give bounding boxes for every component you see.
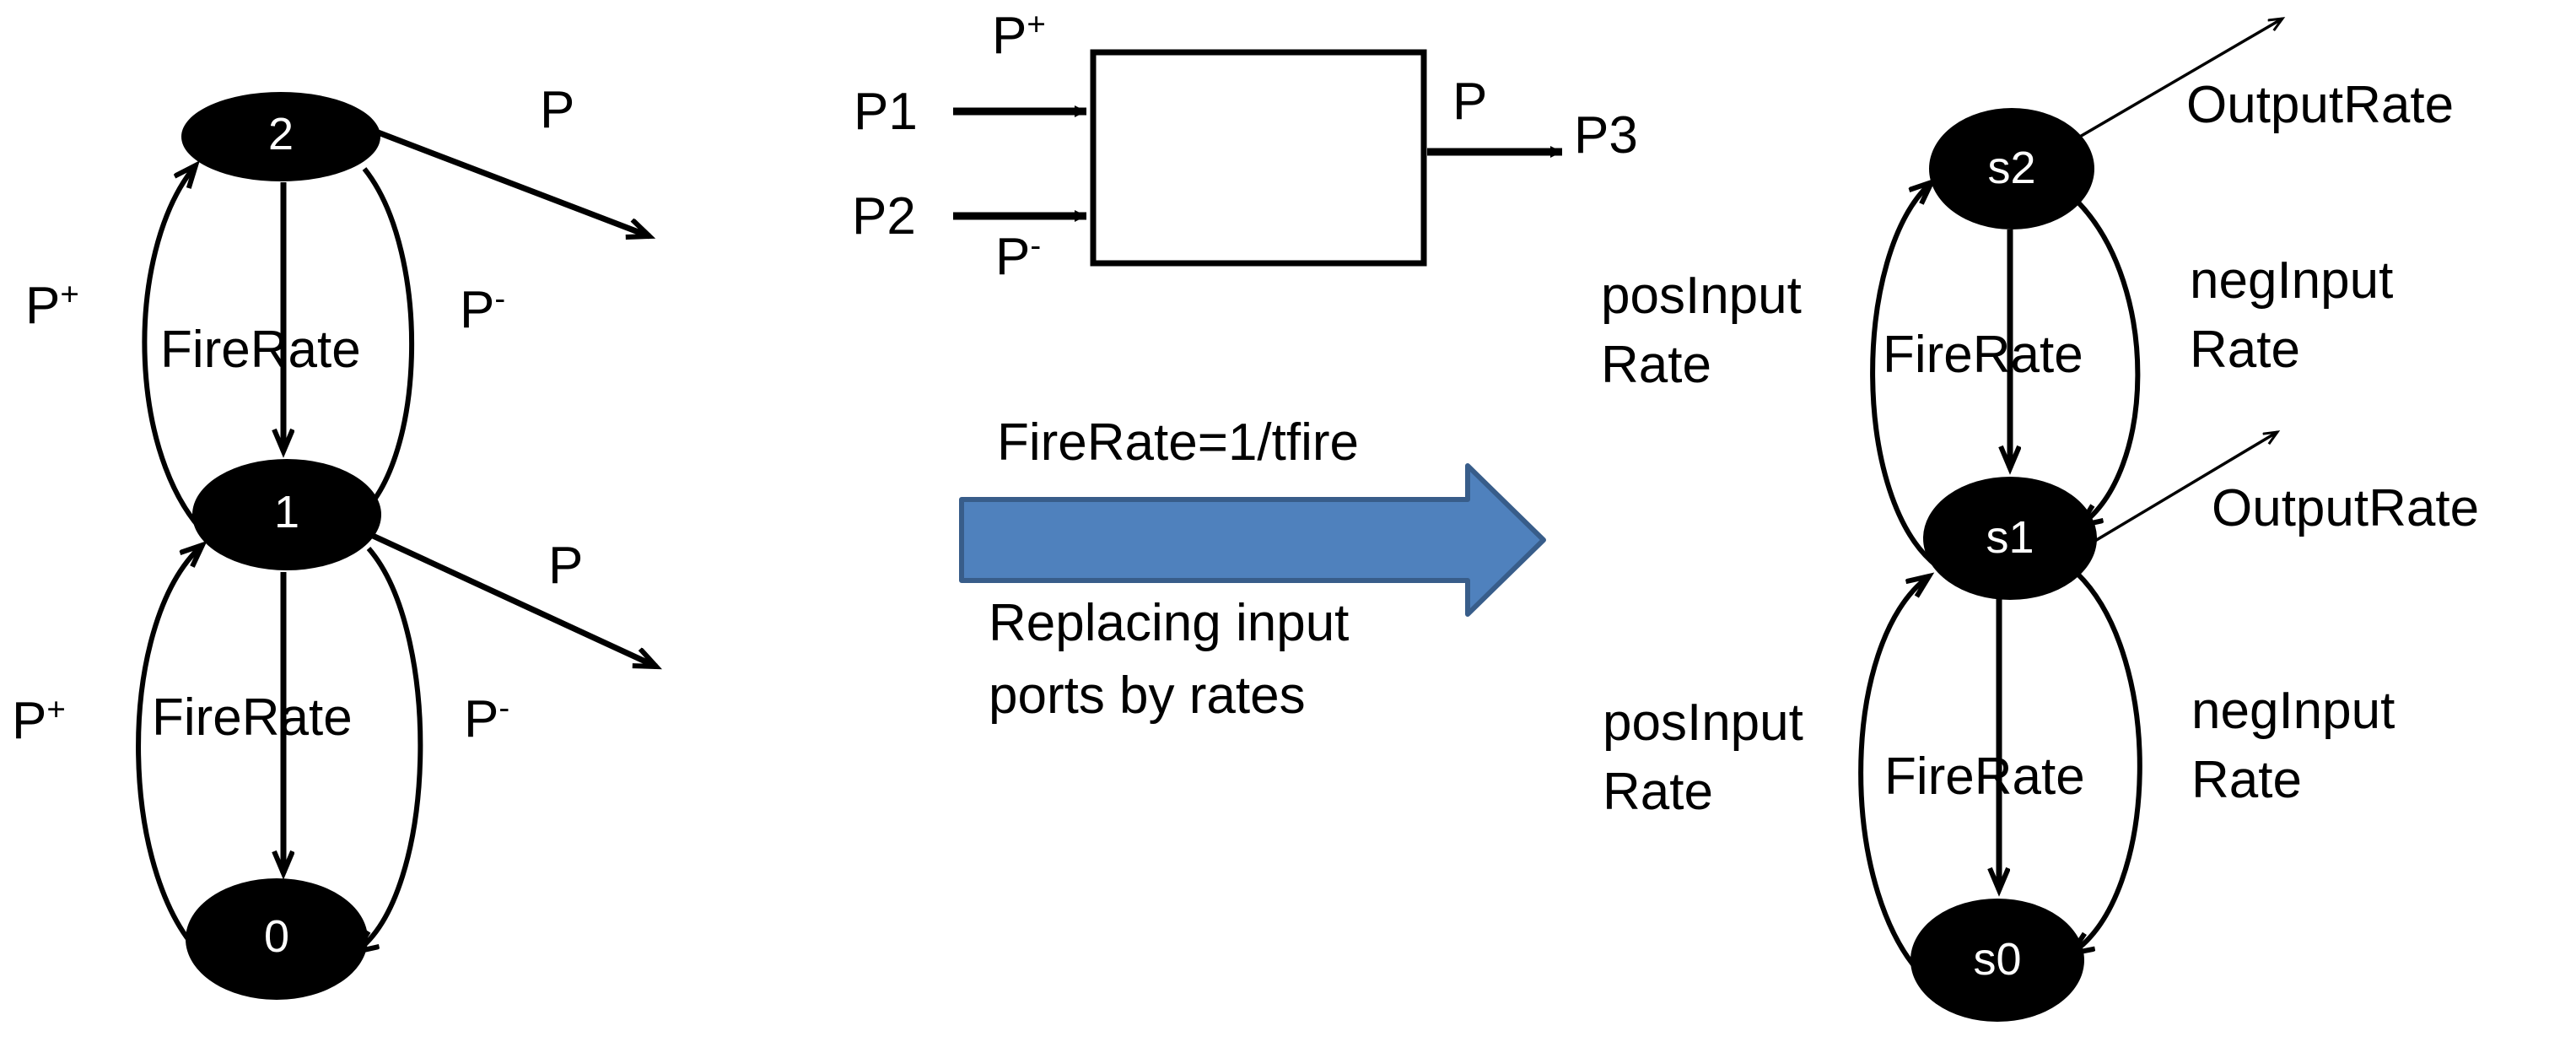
edge-label-lower-left-line1: posInput xyxy=(1603,694,1803,752)
transform-bottom-line1: Replacing input xyxy=(989,594,1350,652)
edge-label-upper-left-line2: Rate xyxy=(1601,336,1711,394)
transform-arrow-group xyxy=(959,463,1546,617)
state-label-0: 0 xyxy=(263,911,290,962)
edge-label-lower-right-sup: - xyxy=(498,689,510,726)
edge-label-outputrate-top: OutputRate xyxy=(2186,76,2455,134)
edge-left-up-posinput xyxy=(142,165,219,548)
edge-label-upper-left-line1: posInput xyxy=(1601,267,1802,325)
edge-label-lower-right-line1: negInput xyxy=(2191,682,2395,740)
port-label-p-minus: P- xyxy=(995,229,1041,286)
edge-outputrate-from-s1 xyxy=(2067,432,2277,559)
port-label-p-minus-text: P xyxy=(995,228,1031,286)
edge-output-p-from-1 xyxy=(371,532,656,667)
transform-top-text: FireRate=1/tfire xyxy=(997,413,1360,472)
edge-label-lower-left-text: P xyxy=(12,692,47,750)
edge-left-up-posinput-lower xyxy=(136,545,211,964)
edge-neginputrate-s2-to-s1 xyxy=(2078,200,2141,526)
state-label-s0: s0 xyxy=(1973,934,2022,985)
edge-neginputrate-s1-to-s0 xyxy=(2072,571,2142,953)
state-node-s0[interactable] xyxy=(1910,899,2084,1022)
edge-label-output-mid: P xyxy=(548,537,584,595)
edge-label-upper-left-sup: + xyxy=(60,276,79,313)
component-box[interactable] xyxy=(1090,49,1427,267)
state-node-0[interactable] xyxy=(186,878,368,1000)
state-label-s1: s1 xyxy=(1986,512,2034,563)
transform-bottom-line2: ports by rates xyxy=(989,667,1306,725)
edge-label-lower-left-sup: + xyxy=(46,691,66,728)
state-node-s2[interactable] xyxy=(1929,108,2094,229)
port-label-p-out: P xyxy=(1452,73,1488,131)
edge-label-lower-right-line2: Rate xyxy=(2191,751,2302,809)
edge-label-lower-middle: FireRate xyxy=(152,688,353,747)
edge-label-upper-middle-right: FireRate xyxy=(1883,326,2083,384)
edge-label-lower-left-line2: Rate xyxy=(1603,763,1713,821)
edge-label-lower-left: P+ xyxy=(12,691,66,750)
state-node-2[interactable] xyxy=(181,92,380,181)
state-label-1: 1 xyxy=(273,487,300,537)
edge-label-upper-middle: FireRate xyxy=(160,321,361,379)
edge-outputrate-from-s2 xyxy=(2067,19,2282,145)
edge-posinputrate-s1-to-s2 xyxy=(1870,182,1940,570)
edge-output-p-from-2 xyxy=(361,123,649,236)
edge-label-output-top: P xyxy=(540,81,575,139)
block-arrow-right xyxy=(959,463,1546,617)
edge-label-outputrate-mid: OutputRate xyxy=(2212,479,2480,537)
edge-label-upper-right-text: P xyxy=(460,281,495,339)
state-node-1[interactable] xyxy=(192,459,381,570)
edge-label-upper-right-line1: negInput xyxy=(2190,251,2394,310)
state-label-s2: s2 xyxy=(1987,143,2036,193)
edge-label-upper-left: P+ xyxy=(25,278,79,335)
port-label-p-minus-sup: - xyxy=(1030,227,1042,264)
port-label-p-plus-sup: + xyxy=(1027,6,1046,43)
edge-label-upper-right-line2: Rate xyxy=(2190,321,2300,379)
edge-label-lower-right: P- xyxy=(464,689,510,748)
edge-label-upper-left-text: P xyxy=(25,277,61,335)
input-label-p1: P1 xyxy=(854,83,918,141)
middle-block-group xyxy=(953,49,1562,267)
edge-right-down-neginput xyxy=(354,167,415,521)
edge-label-lower-middle-right: FireRate xyxy=(1884,748,2085,806)
state-node-s1[interactable] xyxy=(1923,477,2097,600)
edge-label-lower-right-text: P xyxy=(464,690,499,748)
edge-label-upper-right-sup: - xyxy=(494,280,506,317)
edge-posinputrate-s0-to-s1 xyxy=(1858,576,1930,985)
input-label-p2: P2 xyxy=(852,187,916,246)
left-diagram-group xyxy=(136,92,656,1000)
state-label-2: 2 xyxy=(267,109,294,159)
port-label-p-plus: P+ xyxy=(992,8,1046,65)
edge-right-down-neginput-lower xyxy=(356,547,423,952)
right-diagram-group xyxy=(1858,19,2282,1022)
edge-label-upper-right: P- xyxy=(460,280,506,339)
output-label-p3: P3 xyxy=(1574,106,1638,165)
port-label-p-plus-text: P xyxy=(992,7,1027,65)
